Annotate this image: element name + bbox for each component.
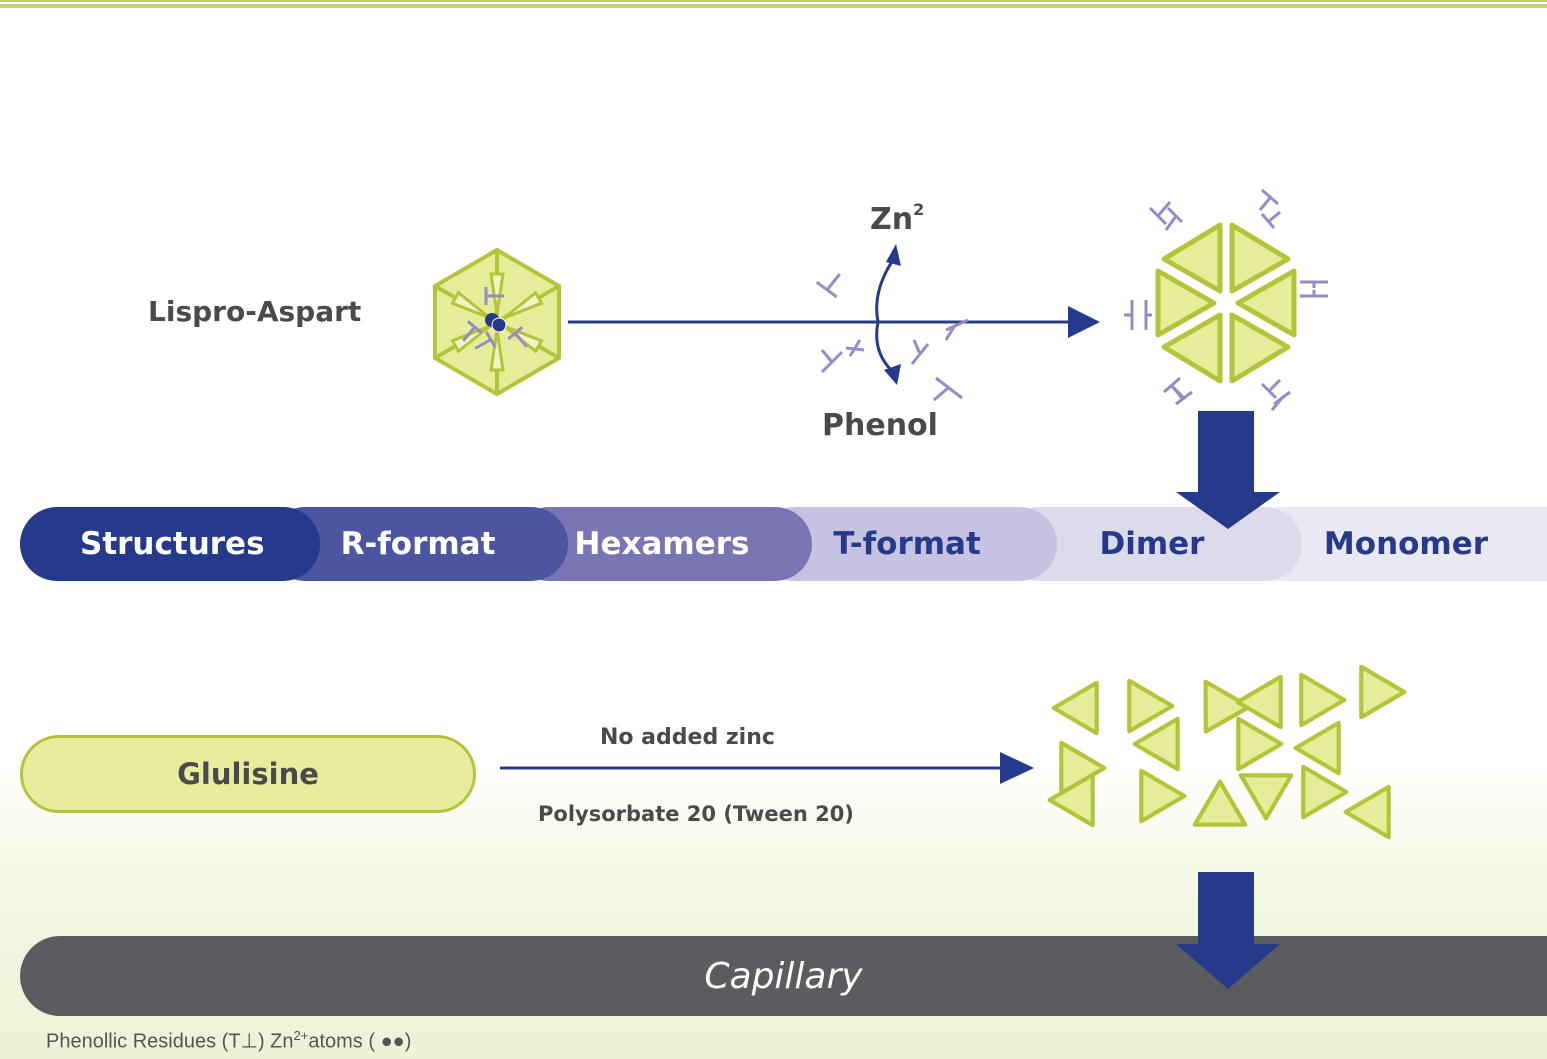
glulisine-label: Glulisine <box>177 757 319 791</box>
capillary-bar: Capillary <box>20 936 1547 1016</box>
right-arrow-head <box>1068 306 1100 338</box>
zinc-atom-icon <box>485 313 499 327</box>
legend-residues-text: Phenollic Residues (T⊥) Zn <box>46 1030 294 1053</box>
legend-zn-sup: 2+ <box>293 1028 309 1043</box>
phenol-label: Phenol <box>822 408 938 443</box>
hexamer-compact-icon <box>433 247 561 397</box>
monomer-scatter <box>1050 667 1405 837</box>
top-border <box>0 0 1547 8</box>
zinc-atom-icon <box>491 317 507 333</box>
polysorbate-label: Polysorbate 20 (Tween 20) <box>538 802 854 826</box>
legend-atoms-text: atoms ( ●●) <box>308 1030 412 1053</box>
glulisine-box: Glulisine <box>20 735 476 813</box>
lispro-aspart-label: Lispro-Aspart <box>148 295 362 328</box>
no-added-zinc-label: No added zinc <box>600 725 775 750</box>
stage-structures: Structures <box>20 507 320 581</box>
phenol-residue-icon <box>1124 188 1328 411</box>
zn-label: Zn2 <box>870 200 924 237</box>
hexamer-open-icon <box>1155 222 1297 384</box>
zn-text: Zn <box>870 202 914 237</box>
legend-footnote: Phenollic Residues (T⊥) Zn2+atoms ( ●●) <box>46 1028 411 1054</box>
capillary-label: Capillary <box>704 955 863 997</box>
zn-superscript: 2 <box>913 200 925 219</box>
phenol-residue-icon <box>815 273 969 402</box>
